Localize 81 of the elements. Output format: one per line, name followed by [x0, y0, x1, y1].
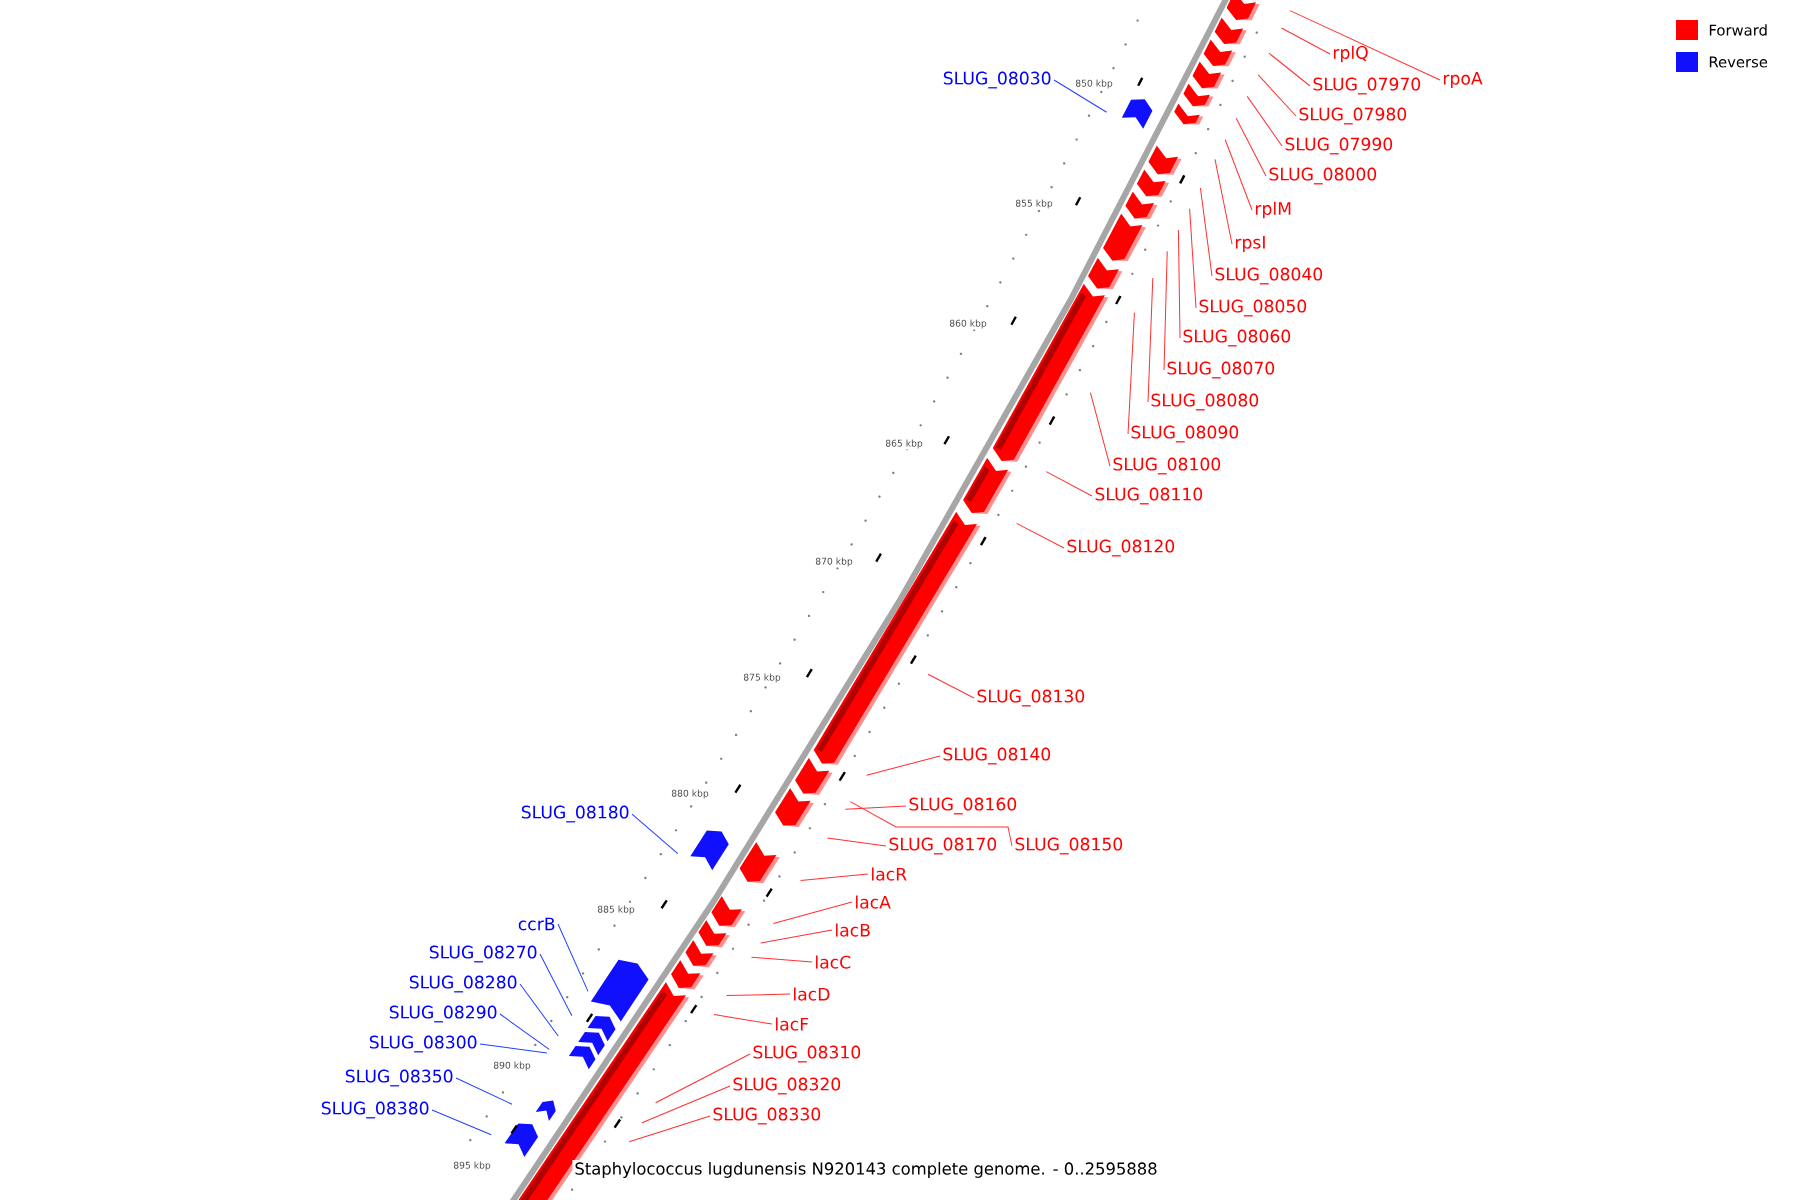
leader-line — [557, 923, 589, 992]
gene-label: rpoA — [1444, 71, 1483, 89]
leader-line — [1127, 312, 1135, 435]
leader-line — [726, 993, 791, 997]
gene-label: SLUG_08280 — [409, 975, 517, 993]
gene-label: lacB — [836, 923, 870, 937]
gene-label: SLUG_08080 — [1151, 393, 1259, 411]
leader-line — [539, 953, 573, 1017]
gene-label: lacA — [856, 895, 891, 909]
leader-line — [1045, 471, 1093, 497]
leader-line — [1089, 392, 1111, 467]
gene-label: SLUG_08040 — [1215, 267, 1323, 285]
gene-label: SLUG_08180 — [521, 805, 629, 823]
leader-line — [455, 1077, 513, 1105]
leader-line — [519, 983, 559, 1037]
leader-line — [499, 1013, 550, 1050]
gene-label: rplQ — [1334, 45, 1368, 63]
gene-label: SLUG_08160 — [909, 797, 1017, 815]
leader-line — [1214, 158, 1233, 245]
gene-label: rplM — [1256, 201, 1291, 219]
leader-line — [1257, 74, 1297, 117]
leader-line — [1199, 187, 1213, 277]
leader-line — [844, 805, 907, 810]
gene-label: SLUG_08310 — [753, 1045, 861, 1063]
gene-label: SLUG_08150 — [1015, 837, 1123, 855]
gene-label: SLUG_08050 — [1199, 299, 1307, 317]
caption: Staphylococcus lugdunensis N920143 complete genome. - 0..2595888 — [572, 1160, 1160, 1180]
leader-line — [1189, 208, 1197, 309]
leader-line — [750, 956, 813, 963]
leader-line — [641, 1085, 731, 1124]
gene-label: SLUG_08000 — [1269, 167, 1377, 185]
leader-line — [1016, 522, 1065, 549]
leader-line — [655, 1053, 751, 1104]
gene-label: SLUG_08170 — [889, 837, 997, 855]
leader-line — [713, 1014, 773, 1025]
leader-line — [631, 813, 679, 855]
leader-line — [826, 837, 887, 847]
gene-label: SLUG_08060 — [1183, 329, 1291, 347]
gene-label: rpsI — [1236, 235, 1265, 253]
leader-line — [760, 929, 833, 944]
gene-label: SLUG_08290 — [389, 1005, 497, 1023]
gene-label: SLUG_08100 — [1113, 457, 1221, 475]
gene-label: SLUG_08090 — [1131, 425, 1239, 443]
gene-label: SLUG_07970 — [1313, 77, 1421, 95]
gene-label: SLUG_07990 — [1285, 137, 1393, 155]
gene-label: SLUG_08300 — [369, 1035, 477, 1053]
leader-line — [927, 673, 975, 699]
gene-label: lacF — [776, 1017, 809, 1031]
leader-line — [1268, 52, 1311, 87]
gene-label: ccrB — [518, 917, 555, 931]
leader-line — [431, 1109, 492, 1136]
leader-line — [1224, 139, 1253, 211]
gene-label: lacD — [794, 987, 830, 1001]
gene-label: SLUG_07980 — [1299, 107, 1407, 125]
gene-label: SLUG_08270 — [429, 945, 537, 963]
gene-label: SLUG_08110 — [1095, 487, 1203, 505]
gene-label: SLUG_08130 — [977, 689, 1085, 707]
leader-line — [1235, 117, 1267, 177]
leader-line — [1246, 95, 1283, 147]
leader-line — [1177, 229, 1181, 339]
leader-line — [479, 1043, 548, 1054]
gene-label: SLUG_08330 — [713, 1107, 821, 1125]
leader-line — [849, 801, 1013, 847]
leader-line — [772, 901, 853, 924]
leader-line — [628, 1115, 711, 1143]
gene-label: SLUG_08030 — [943, 71, 1051, 89]
leader-line — [866, 755, 941, 776]
gene-label: SLUG_08120 — [1067, 539, 1175, 557]
gene-label: SLUG_08070 — [1167, 361, 1275, 379]
gene-label: lacC — [816, 955, 851, 969]
leader-line — [1147, 277, 1154, 403]
gene-label: SLUG_08350 — [345, 1069, 453, 1087]
leader-line — [1280, 27, 1331, 55]
gene-label: lacR — [872, 867, 907, 881]
gene-label: SLUG_08140 — [943, 747, 1051, 765]
gene-label: SLUG_08380 — [321, 1101, 429, 1119]
leader-line — [1053, 79, 1108, 113]
leader-line — [800, 873, 869, 882]
leader-line — [1289, 10, 1441, 81]
gene-label: SLUG_08320 — [733, 1077, 841, 1095]
leader-line — [1163, 250, 1168, 371]
